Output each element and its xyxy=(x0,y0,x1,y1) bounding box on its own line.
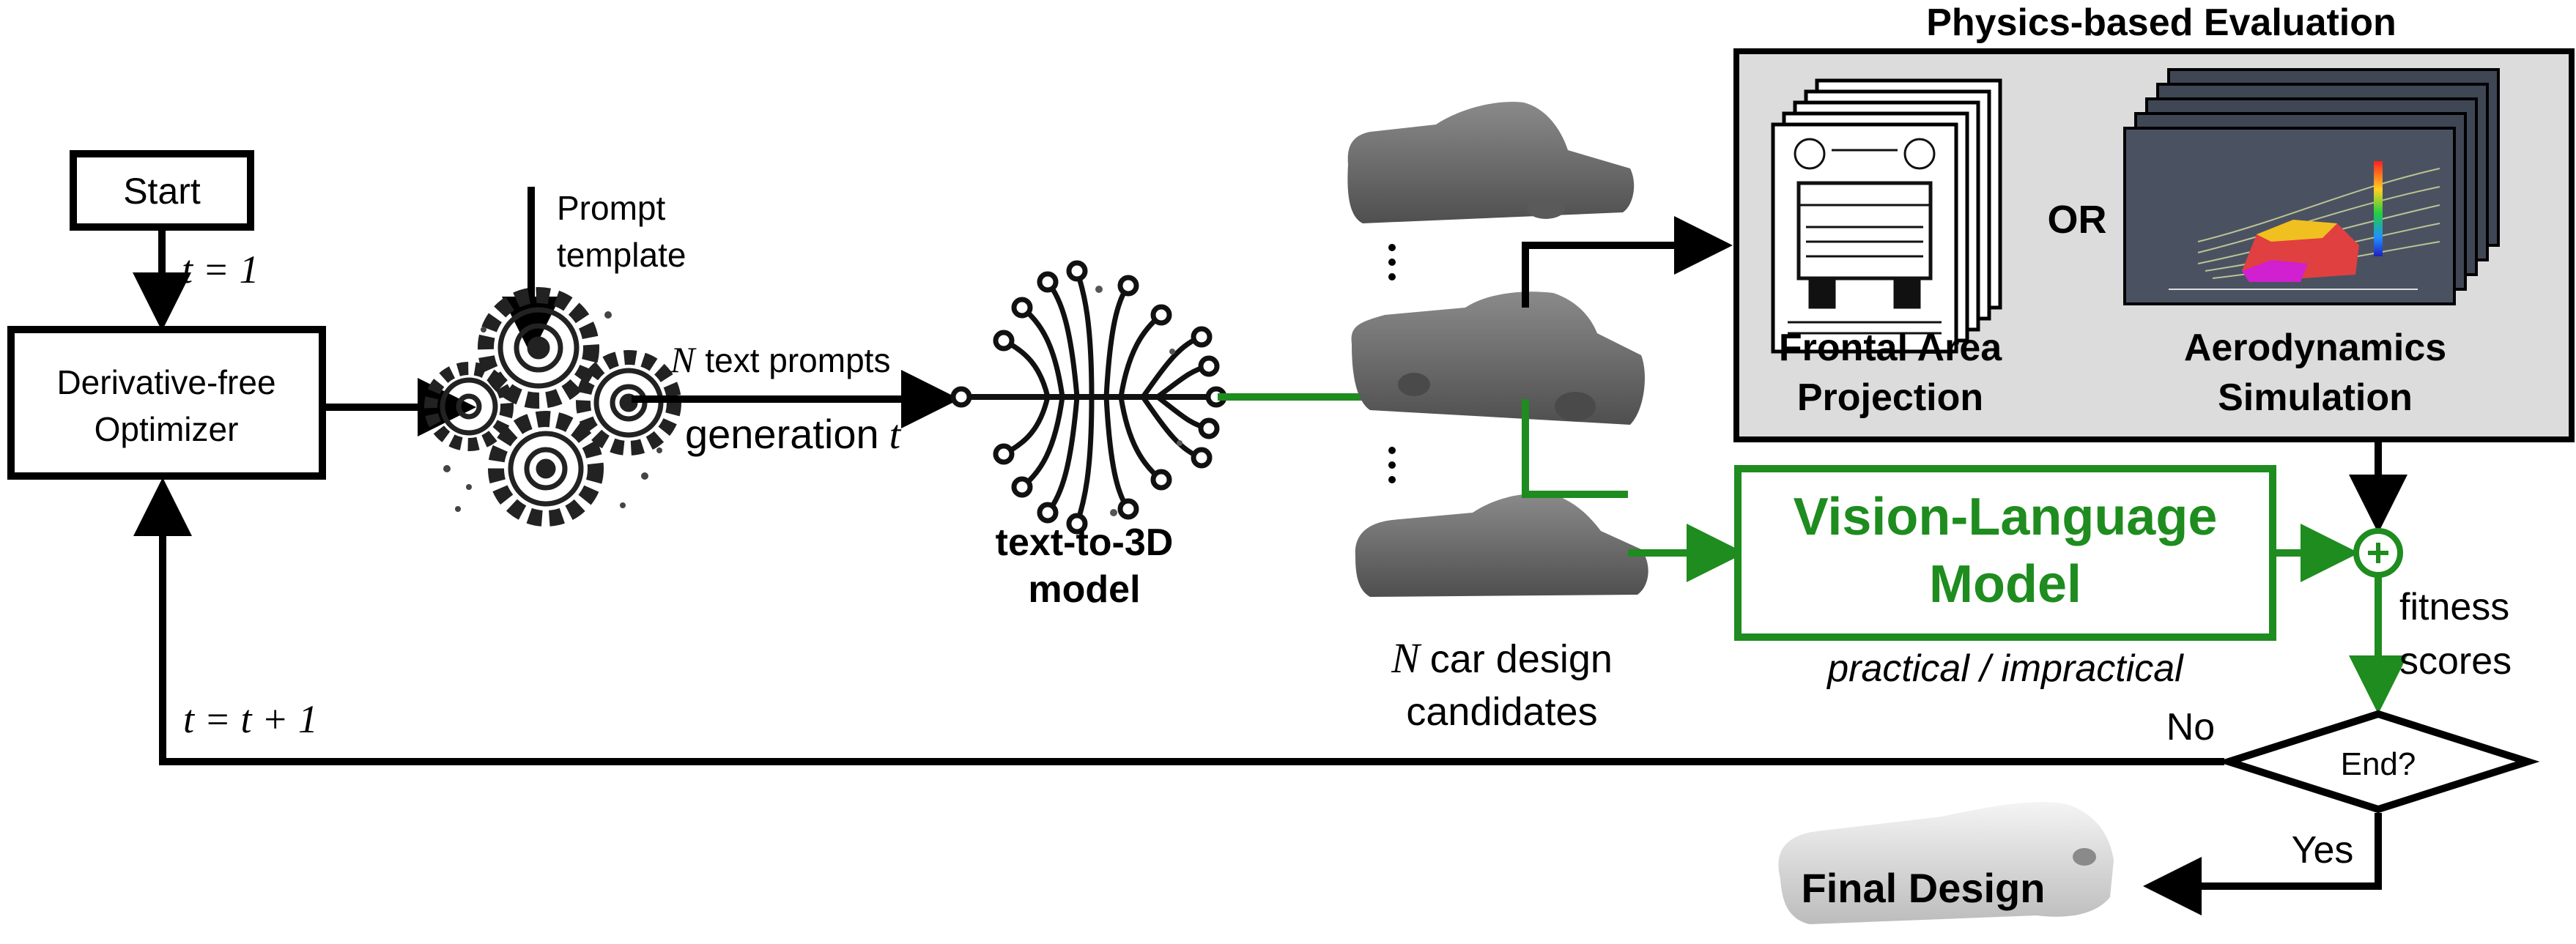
text3d-label-1: text-to-3D xyxy=(996,521,1174,564)
end-decision xyxy=(2216,710,2540,814)
t-init-label: t = 1 xyxy=(182,248,259,291)
ellipsis-dots xyxy=(1388,244,1396,483)
plus-circle-icon xyxy=(2353,528,2403,578)
arrow-yes-final xyxy=(2143,813,2382,915)
frontal-label-1: Frontal Area xyxy=(1779,327,2002,369)
car-mesh-icon xyxy=(1355,493,1648,597)
yes-label: Yes xyxy=(2292,829,2354,871)
final-car-icon xyxy=(1778,802,2114,924)
fitness-label-1: fitness xyxy=(2399,586,2509,628)
optimizer-node xyxy=(7,326,326,480)
car-mesh-icon xyxy=(1351,291,1645,425)
end-label: End? xyxy=(2341,746,2416,782)
or-label: OR xyxy=(2048,198,2107,242)
panel-title: Physics-based Evaluation xyxy=(1926,1,2397,44)
t-update-label: t = t + 1 xyxy=(183,697,318,741)
candidates-label-2: candidates xyxy=(1406,690,1597,734)
frontal-label-2: Projection xyxy=(1797,376,1983,419)
cfd-icon xyxy=(2123,68,2500,305)
aero-label-1: Aerodynamics xyxy=(2184,327,2446,369)
prompt-template-label-1: Prompt xyxy=(557,189,665,227)
prompt-template-label-2: template xyxy=(557,236,686,274)
optimizer-label-2: Optimizer xyxy=(95,410,239,448)
start-label: Start xyxy=(123,171,201,212)
aero-label-2: Simulation xyxy=(2218,376,2413,419)
blueprint-icon xyxy=(1771,78,2002,354)
fitness-label-2: scores xyxy=(2399,640,2512,683)
arrow-cars-physics xyxy=(1522,216,1733,308)
arrow-no-loop xyxy=(133,477,2224,765)
vlm-label-2: Model xyxy=(1929,555,2081,614)
start-node xyxy=(70,150,254,231)
car-mesh-icon xyxy=(1347,102,1635,223)
text3d-label-2: model xyxy=(1028,568,1140,611)
gears-icon xyxy=(424,287,681,527)
optimizer-label-1: Derivative-free xyxy=(56,363,275,401)
vlm-node xyxy=(1734,465,2276,641)
final-design-label: Final Design xyxy=(1802,865,2046,911)
vlm-caption: practical / impractical xyxy=(1826,647,2184,690)
arrow-cars-vlm xyxy=(1522,399,1628,498)
no-label: No xyxy=(2166,706,2215,748)
neural-tree-icon xyxy=(950,260,1227,535)
vlm-label-1: Vision-Language xyxy=(1794,488,2218,546)
